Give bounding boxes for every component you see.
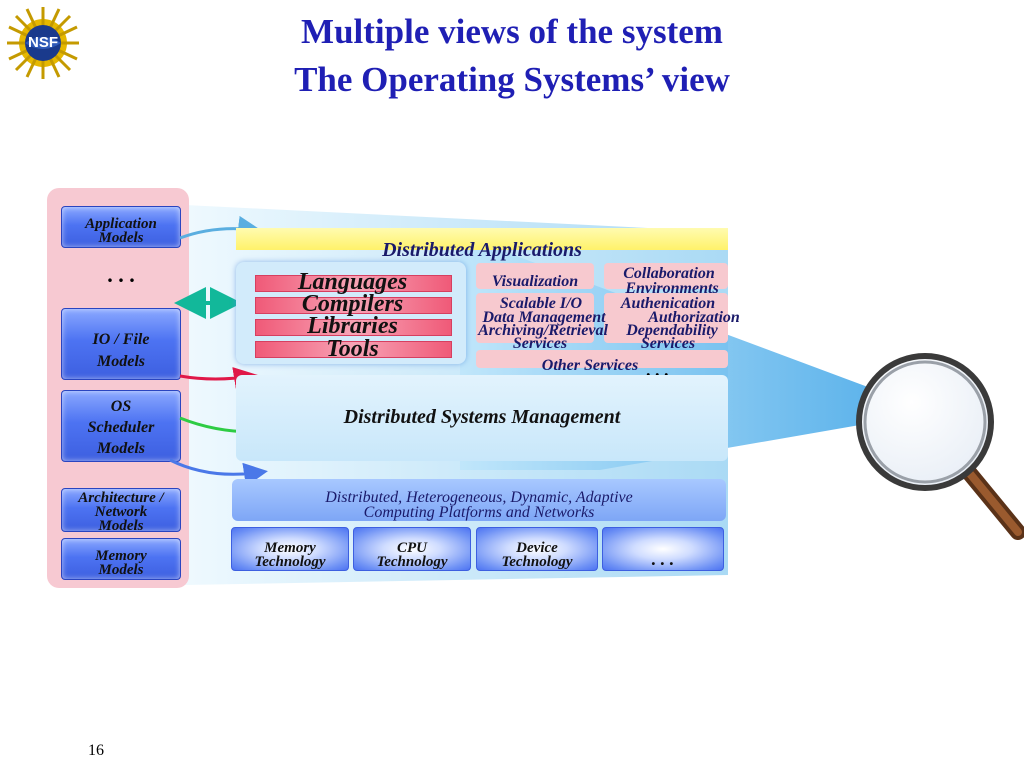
platforms-box [232, 479, 726, 521]
memory-technology-box: Memory Technology [231, 527, 349, 571]
collaboration-box [604, 263, 728, 289]
data-services-label: Services [512, 335, 568, 352]
authorization-label: Authorization [648, 309, 740, 326]
more-technology-box: . . . [602, 527, 724, 571]
security-services-label: Services [640, 335, 696, 352]
device-technology-line2: Technology [501, 554, 573, 570]
application-models-line1: Application [85, 216, 157, 232]
compilers-bar [255, 297, 452, 314]
models-ellipsis: . . . [107, 262, 135, 287]
data-services-box [476, 293, 594, 343]
io-file-models-line1: IO / File [92, 331, 150, 348]
collaboration-label-2: Environments [625, 280, 719, 297]
magnifying-glass-icon [856, 353, 1024, 540]
platforms-label-1: Distributed, Heterogeneous, Dynamic, Ada… [325, 489, 633, 506]
collaboration-label-1: Collaboration [623, 265, 715, 282]
device-technology-box: Device Technology [476, 527, 598, 571]
os-scheduler-models-line2: Scheduler [87, 419, 155, 436]
os-scheduler-models-box: OS Scheduler Models [61, 390, 181, 462]
other-services-box [476, 350, 728, 368]
visualization-label: Visualization [491, 273, 579, 290]
visualization-box [476, 263, 594, 289]
tools-label: Tools [326, 336, 379, 362]
architecture-models-line1: Architecture / [78, 490, 164, 506]
other-services-label: Other Services [541, 357, 639, 374]
archiving-retrieval-label: Archiving/Retrieval [478, 322, 608, 339]
io-file-models-box: IO / File Models [61, 308, 181, 380]
security-services-box [604, 293, 728, 343]
architecture-models-line2: Network [94, 504, 148, 520]
distributed-applications-label: Distributed Applications [382, 239, 582, 261]
title-line-1: Multiple views of the system [301, 12, 723, 51]
nsf-logo-text: NSF [28, 34, 58, 51]
architecture-network-models-box: Architecture / Network Models [61, 488, 181, 534]
dependability-label: Dependability [626, 322, 718, 339]
application-models-box: Application Models [61, 206, 181, 248]
nsf-logo-icon: NSF [3, 3, 83, 83]
languages-bar [255, 275, 452, 292]
architecture-models-line3: Models [98, 518, 144, 534]
cpu-technology-line1: CPU [397, 540, 427, 556]
cpu-technology-box: CPU Technology [353, 527, 471, 571]
io-file-models-line2: Models [97, 353, 145, 370]
arrow-architecture [169, 458, 268, 487]
memory-models-line1: Memory [95, 548, 147, 564]
title-line-2: The Operating Systems’ view [294, 60, 730, 99]
tools-bar [255, 341, 452, 358]
cpu-technology-line2: Technology [376, 554, 448, 570]
more-technology-label: . . . [651, 549, 675, 569]
memory-technology-line2: Technology [254, 554, 326, 570]
compilers-label: Compilers [301, 291, 404, 317]
device-technology-line1: Device [516, 540, 558, 556]
memory-models-line2: Models [98, 562, 144, 578]
authentication-label: Authenication [620, 295, 716, 312]
os-scheduler-models-line1: OS [110, 398, 132, 415]
distributed-applications-bar [236, 228, 728, 250]
libraries-label: Libraries [307, 313, 398, 339]
memory-technology-line1: Memory [264, 540, 316, 556]
memory-models-box: Memory Models [61, 538, 181, 580]
page-number: 16 [88, 742, 104, 759]
application-models-line2: Models [98, 230, 144, 246]
systems-management-box [236, 375, 728, 461]
scalable-io-label: Scalable I/O [499, 295, 583, 312]
data-management-label: Data Management [482, 309, 606, 326]
systems-management-label: Distributed Systems Management [343, 406, 621, 428]
platforms-label-2: Computing Platforms and Networks [363, 504, 595, 521]
languages-label: Languages [297, 269, 408, 295]
libraries-bar [255, 319, 452, 336]
os-scheduler-models-line3: Models [97, 440, 145, 457]
